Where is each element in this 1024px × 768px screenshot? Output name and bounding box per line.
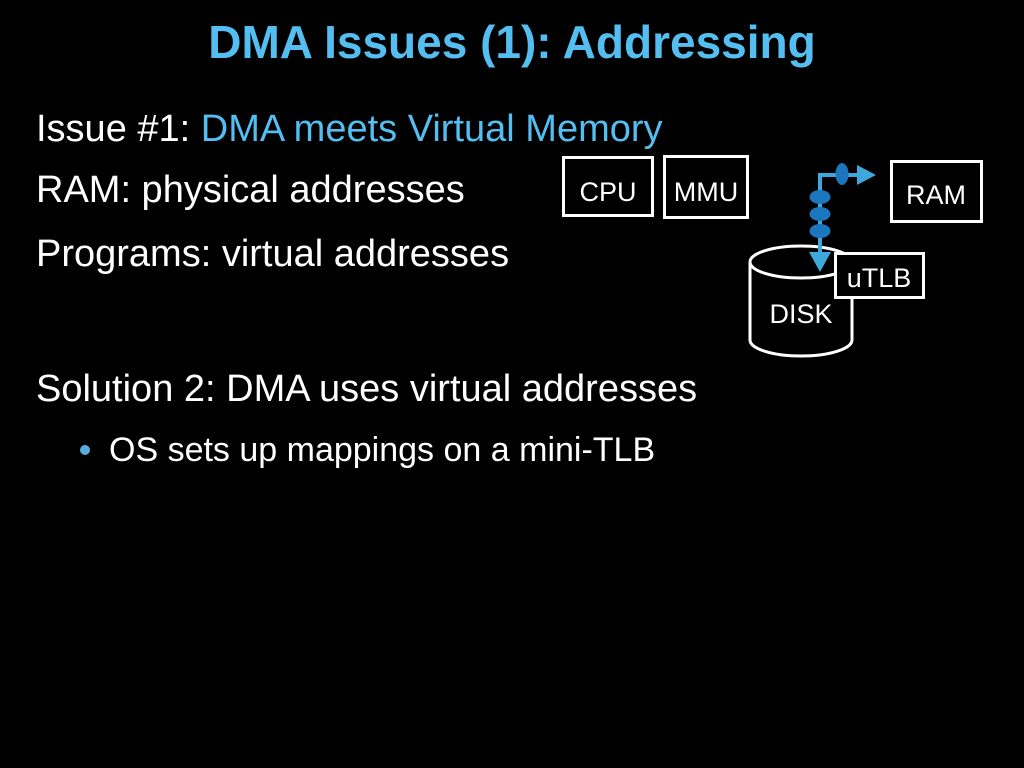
slide-title: DMA Issues (1): Addressing [208, 16, 816, 68]
solution-line: Solution 2: DMA uses virtual addresses [36, 368, 698, 410]
disk-label: DISK [769, 299, 832, 329]
data-bead-2 [809, 207, 831, 221]
issue-prefix: Issue #1: [36, 108, 201, 150]
ram-box [890, 160, 983, 223]
arrow-right-head-icon [857, 165, 876, 185]
data-bead-3 [809, 224, 831, 238]
bullet-text: OS sets up mappings on a mini-TLB [109, 431, 656, 469]
arrow-down-head-icon [809, 252, 831, 272]
issue-highlight: DMA meets Virtual Memory [200, 108, 663, 150]
programs-line: Programs: virtual addresses [36, 233, 510, 275]
bullet-item: OS sets up mappings on a mini-TLB [80, 430, 655, 470]
utlb-label: uTLB [847, 263, 912, 293]
utlb-box [834, 252, 925, 299]
bullet-icon [80, 445, 90, 455]
data-bead-horizontal [835, 163, 849, 185]
cpu-box [562, 156, 654, 217]
mmu-label: MMU [674, 177, 738, 207]
mmu-box [663, 155, 749, 219]
data-bead-1 [809, 190, 831, 204]
ram-label: RAM [906, 180, 966, 210]
ram-line: RAM: physical addresses [36, 169, 465, 211]
disk-cylinder-body [748, 262, 854, 358]
cpu-label: CPU [579, 177, 636, 207]
issue-line: Issue #1: DMA meets Virtual Memory [36, 106, 663, 152]
